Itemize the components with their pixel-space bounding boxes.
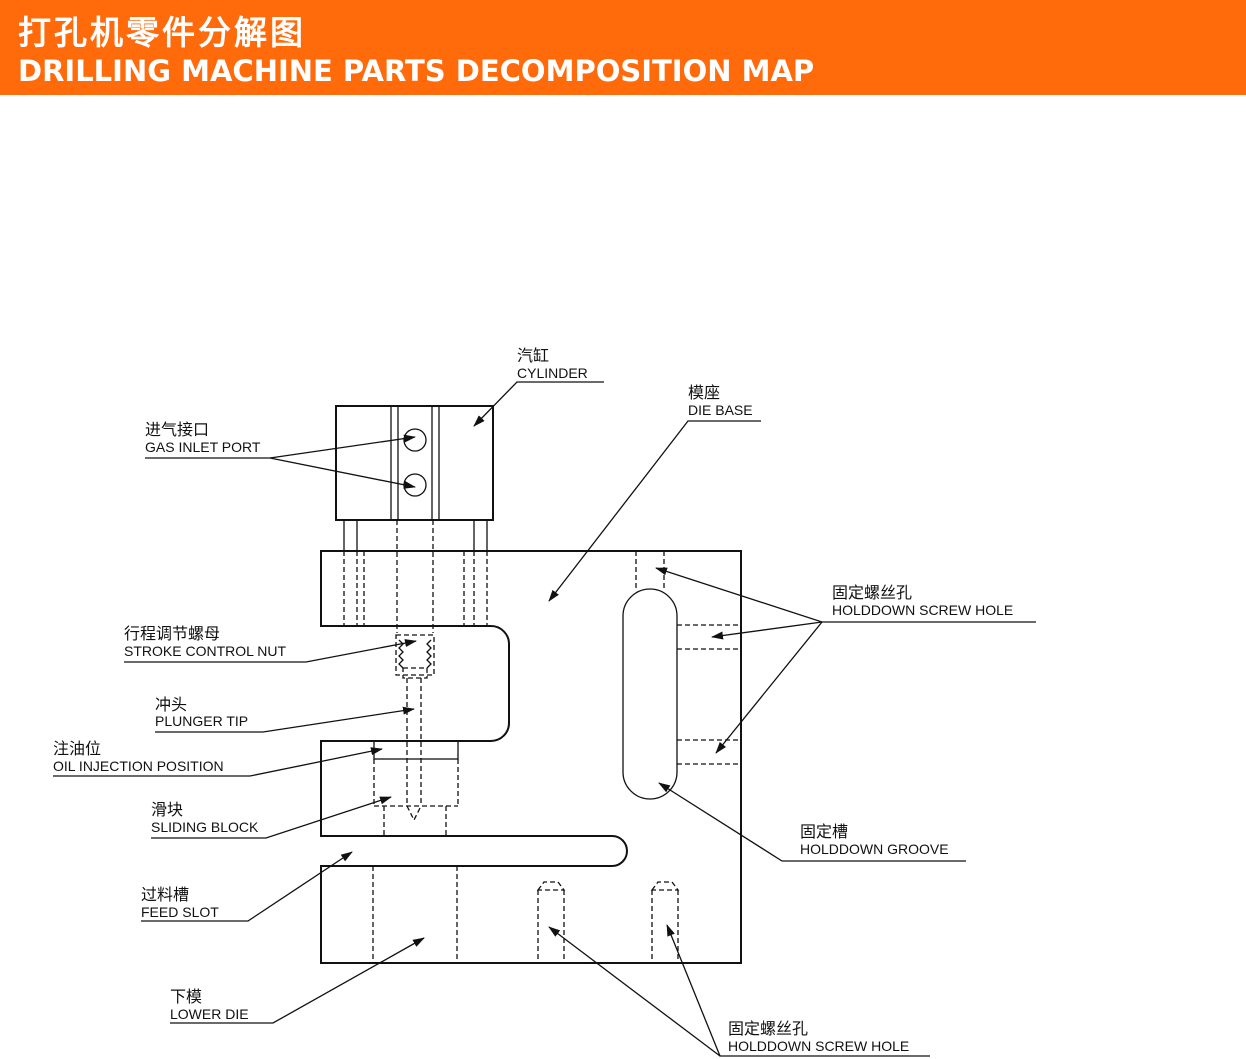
svg-text:LOWER DIE: LOWER DIE (170, 1006, 249, 1022)
cylinder-body (335, 405, 494, 551)
title-english: DRILLING MACHINE PARTS DECOMPOSITION MAP (18, 54, 815, 88)
sliding-block (373, 740, 459, 836)
svg-text:固定螺丝孔: 固定螺丝孔 (832, 583, 912, 602)
label-holddown-screw-hole-right: 固定螺丝孔 HOLDDOWN SCREW HOLE (655, 567, 1036, 754)
label-lower-die: 下模 LOWER DIE (170, 937, 425, 1024)
svg-text:HOLDDOWN GROOVE: HOLDDOWN GROOVE (800, 841, 949, 857)
header-banner: 打孔机零件分解图 DRILLING MACHINE PARTS DECOMPOS… (0, 0, 1246, 95)
svg-text:冲头: 冲头 (155, 695, 187, 714)
svg-text:固定螺丝孔: 固定螺丝孔 (728, 1019, 808, 1038)
svg-text:PLUNGER TIP: PLUNGER TIP (155, 713, 248, 729)
label-feed-slot: 过料槽 FEED SLOT (141, 851, 353, 922)
title-chinese: 打孔机零件分解图 (18, 13, 306, 52)
svg-text:滑块: 滑块 (151, 800, 183, 819)
svg-text:GAS INLET PORT: GAS INLET PORT (145, 439, 261, 455)
svg-text:过料槽: 过料槽 (141, 885, 189, 904)
svg-text:HOLDDOWN SCREW HOLE: HOLDDOWN SCREW HOLE (832, 602, 1013, 618)
label-cylinder: 汽缸 CYLINDER (473, 346, 604, 427)
svg-text:CYLINDER: CYLINDER (517, 365, 588, 381)
svg-text:DIE BASE: DIE BASE (688, 402, 753, 418)
plunger-tip (406, 678, 422, 822)
svg-text:SLIDING BLOCK: SLIDING BLOCK (151, 819, 259, 835)
label-die-base: 模座 DIE BASE (548, 383, 761, 602)
svg-text:下模: 下模 (170, 987, 202, 1006)
label-gas-inlet-port: 进气接口 GAS INLET PORT (145, 420, 416, 489)
svg-text:STROKE CONTROL NUT: STROKE CONTROL NUT (124, 643, 286, 659)
svg-text:进气接口: 进气接口 (145, 420, 209, 439)
svg-text:模座: 模座 (688, 383, 720, 402)
label-stroke-control-nut: 行程调节螺母 STROKE CONTROL NUT (124, 624, 417, 663)
stroke-control-nut (395, 634, 435, 679)
svg-text:汽缸: 汽缸 (517, 346, 549, 365)
gas-inlet-port-upper (403, 428, 427, 452)
label-holddown-screw-hole-bottom: 固定螺丝孔 HOLDDOWN SCREW HOLE (548, 924, 930, 1057)
holddown-groove (622, 588, 678, 800)
svg-text:FEED SLOT: FEED SLOT (141, 904, 219, 920)
lower-die-hidden-lines (372, 866, 680, 963)
label-holddown-groove: 固定槽 HOLDDOWN GROOVE (658, 782, 966, 862)
svg-text:HOLDDOWN SCREW HOLE: HOLDDOWN SCREW HOLE (728, 1038, 909, 1054)
upper-block-hidden-lines (343, 520, 488, 633)
svg-text:固定槽: 固定槽 (800, 822, 848, 841)
label-oil-injection-position: 注油位 OIL INJECTION POSITION (53, 739, 383, 777)
label-plunger-tip: 冲头 PLUNGER TIP (155, 695, 415, 733)
label-sliding-block: 滑块 SLIDING BLOCK (151, 796, 392, 839)
svg-text:OIL INJECTION POSITION: OIL INJECTION POSITION (53, 758, 224, 774)
svg-text:注油位: 注油位 (53, 739, 101, 758)
svg-text:行程调节螺母: 行程调节螺母 (124, 624, 220, 643)
